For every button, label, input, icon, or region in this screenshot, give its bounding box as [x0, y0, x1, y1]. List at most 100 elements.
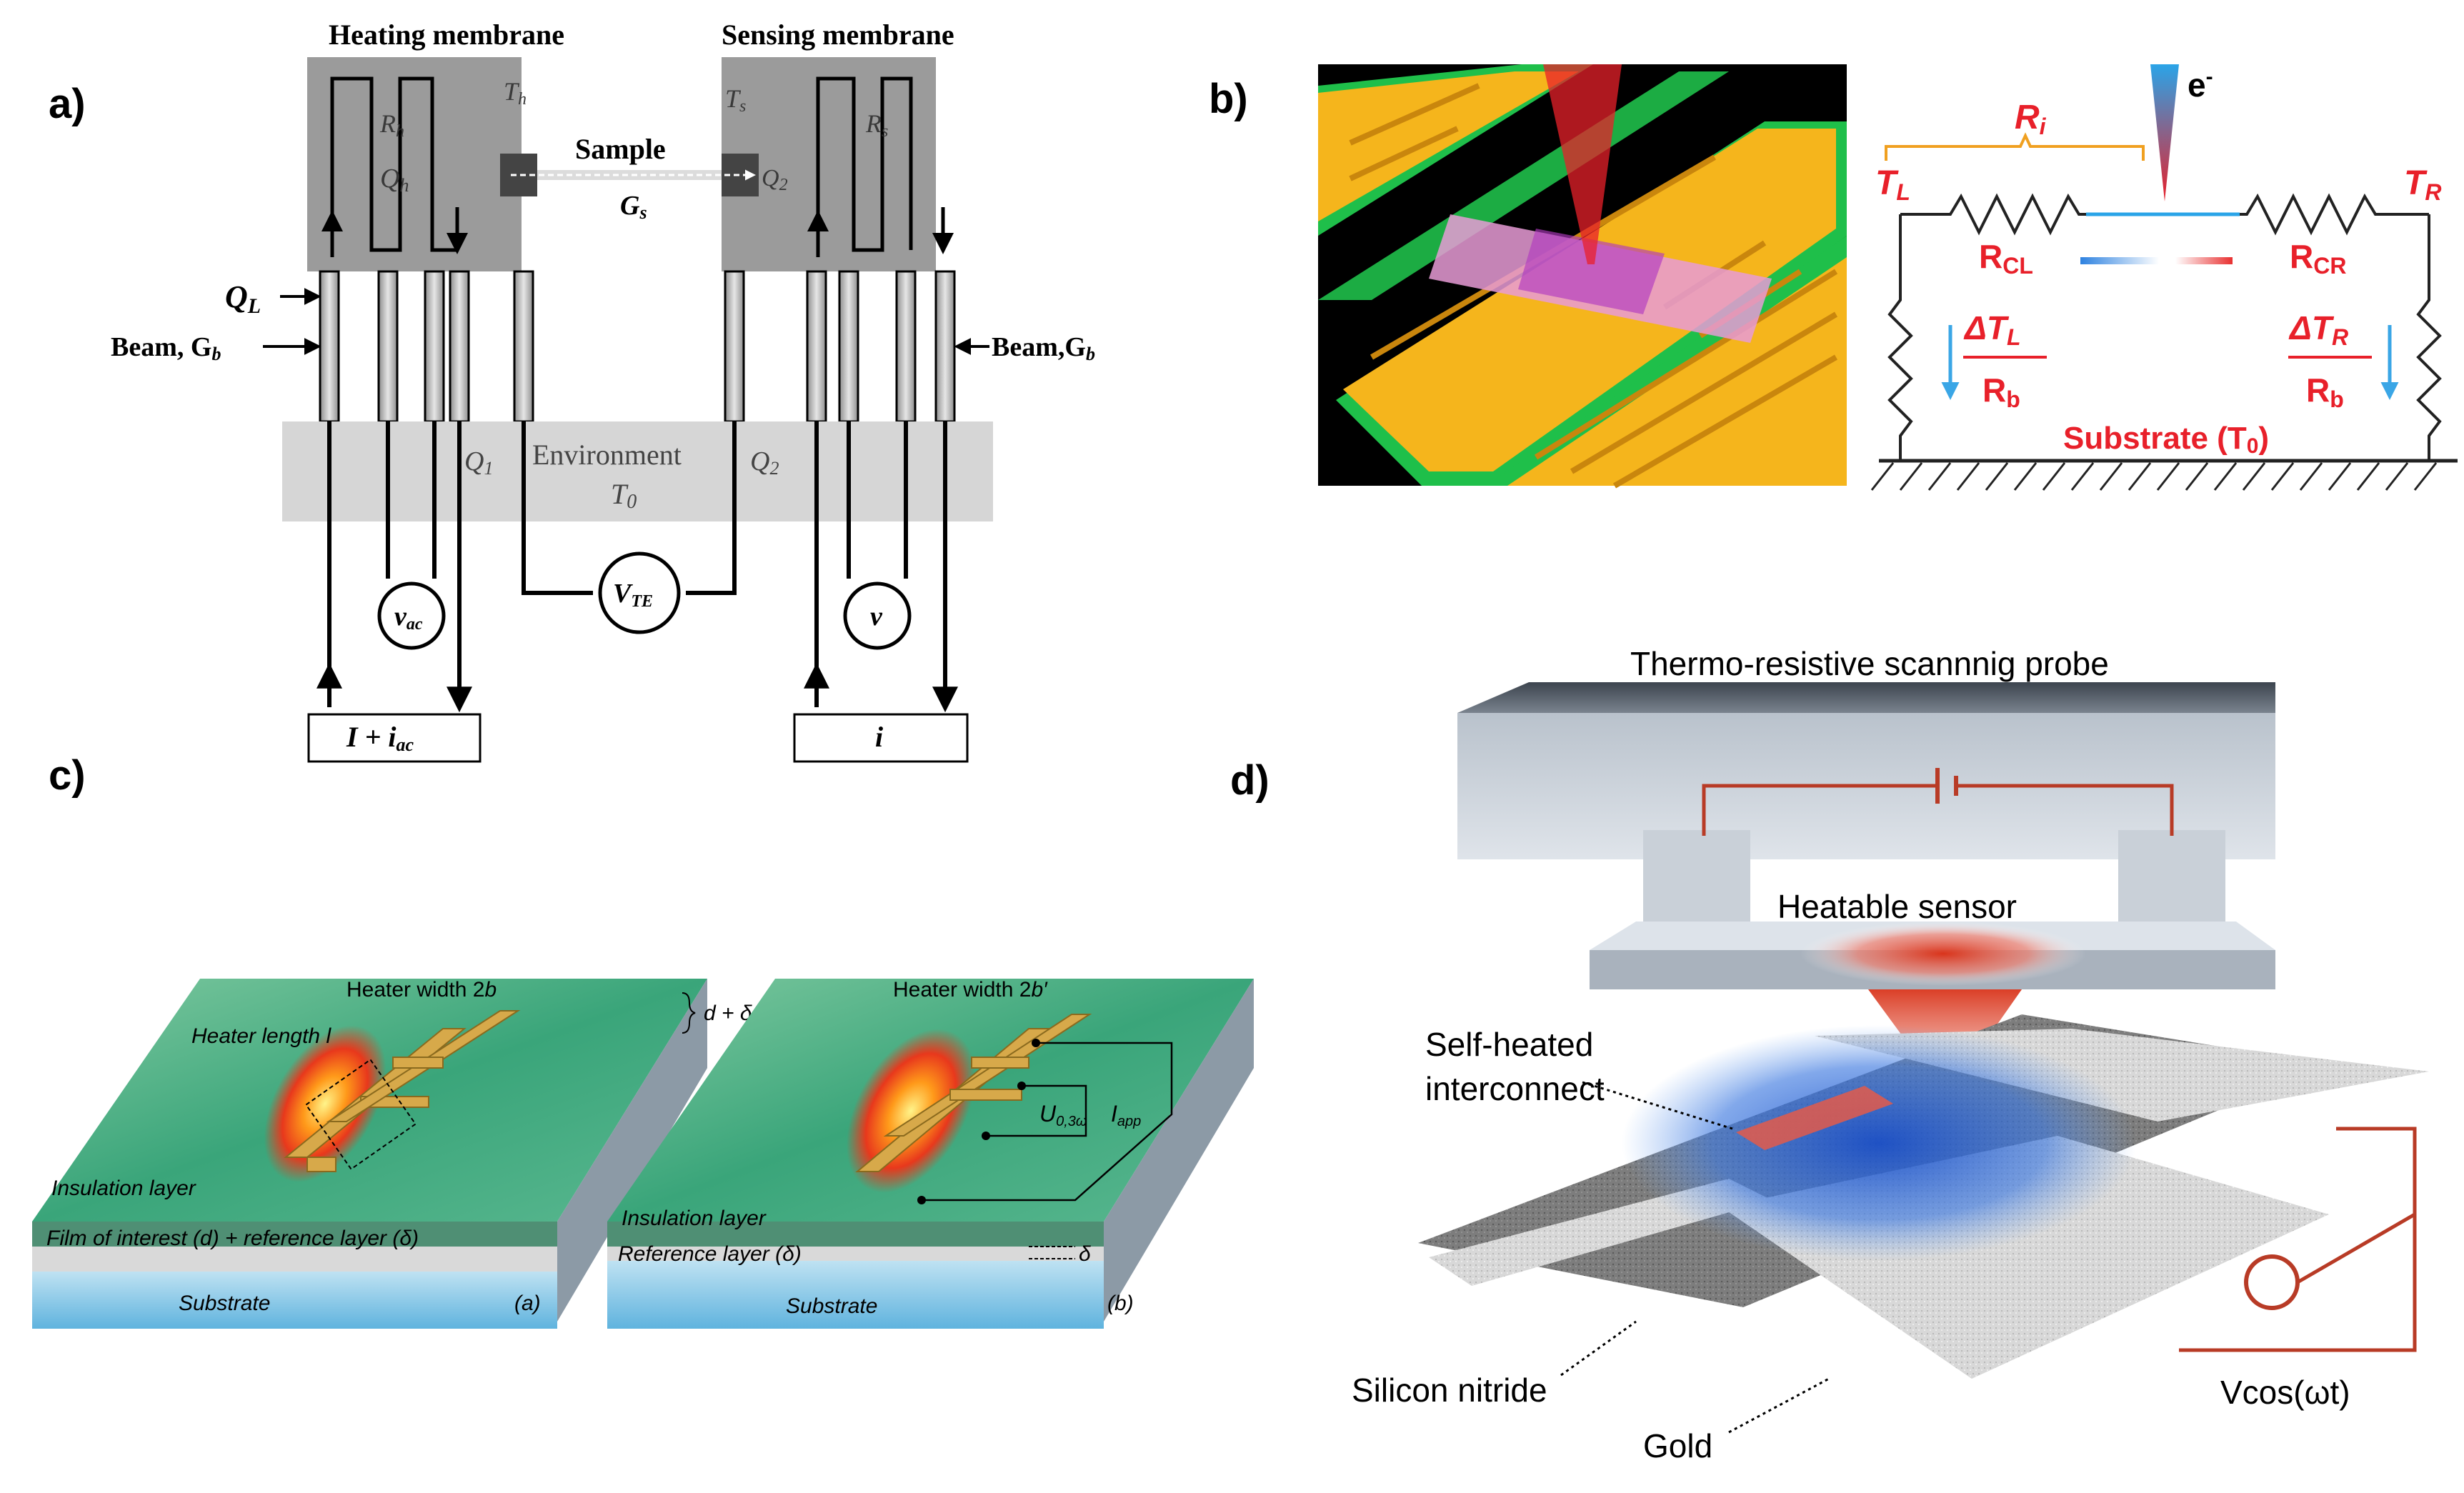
- rcl-label: RCL: [1979, 238, 2033, 279]
- carrier-left: [2080, 257, 2159, 264]
- substrate-b: Substrate: [786, 1294, 877, 1318]
- q-l-label: QL: [225, 279, 261, 318]
- panel-a-label: a): [49, 81, 86, 127]
- vac-meter: [377, 581, 446, 650]
- tr-label: TR: [2404, 164, 2441, 205]
- insulation-b: Insulation layer: [622, 1207, 767, 1230]
- probe-leg-right: [2118, 830, 2225, 923]
- bias-circuit: [1702, 784, 2174, 836]
- heater-width-a: Heater width 2b: [346, 978, 497, 1002]
- heater-serpentine: [330, 76, 457, 252]
- delta-label: δ: [1079, 1242, 1091, 1266]
- t-h-label: Th: [504, 77, 527, 109]
- heater-length: Heater length l: [191, 1024, 331, 1048]
- ri-bracket: [1885, 132, 2145, 161]
- v-meter: [843, 581, 912, 650]
- substrate-b-label: Substrate (T0): [2063, 421, 2269, 458]
- g-s-label: Gs: [620, 191, 647, 223]
- environment-block: [282, 421, 993, 521]
- sensing-membrane-title: Sensing membrane: [722, 19, 954, 51]
- d-delta-label: d + δ: [704, 1002, 752, 1025]
- ac-wire-loop: [2296, 1211, 2417, 1284]
- q2-label: Q2: [750, 446, 779, 479]
- dtr-label: ΔTR: [2288, 309, 2348, 350]
- hotspot-blue: [1622, 1025, 2136, 1261]
- q2-top-label: Q2: [762, 165, 788, 194]
- vac-label: vac: [394, 601, 423, 634]
- q-h-label: Qh: [380, 164, 409, 196]
- gold-label: Gold: [1643, 1427, 1712, 1464]
- tl-label: TL: [1875, 164, 1910, 205]
- heating-membrane-title: Heating membrane: [329, 19, 564, 51]
- panel-d-label: d): [1230, 757, 1270, 804]
- slab-b: [607, 979, 1254, 1329]
- u-label: U0,3ω: [1039, 1101, 1087, 1129]
- insulation-a: Insulation layer: [51, 1177, 196, 1200]
- ac-source: [2244, 1254, 2300, 1310]
- ac-circuit: [2179, 1127, 2417, 1352]
- wiring: [327, 421, 947, 686]
- heating-membrane: [307, 57, 522, 271]
- rb-right-label: Rb: [2306, 371, 2344, 412]
- panel-c: c) Heater width 2b Heater length l d + δ…: [32, 752, 1254, 1329]
- rcr-label: RCR: [2290, 238, 2346, 279]
- sample-bar: [537, 170, 722, 180]
- vcos-label: Vcos(ωt): [2220, 1374, 2350, 1411]
- r-s-label: Rs: [865, 109, 888, 141]
- sensor-beams: [724, 270, 956, 423]
- probe-leg-left: [1643, 830, 1750, 923]
- panel-a: a) Heating membrane Sensing membrane Th …: [49, 19, 1095, 763]
- e-beam-icon: [2150, 64, 2179, 201]
- e-minus-label: e-: [2188, 65, 2213, 104]
- heater-beams: [319, 270, 534, 423]
- r-h-label: Rh: [379, 109, 404, 141]
- ri-label: Ri: [2015, 99, 2047, 139]
- panel-b: b) e- Ri TL TR RCL RCR ΔTL Rb ΔTR: [1209, 64, 2458, 491]
- dtl-label: ΔTL: [1963, 309, 2021, 350]
- probe-title: Thermo-resistive scannnig probe: [1630, 645, 2109, 682]
- source-right-label: i: [875, 721, 883, 753]
- probe-body-top: [1457, 682, 2275, 713]
- source-left-label: I + iac: [346, 721, 414, 755]
- tag-a: (a): [514, 1292, 541, 1315]
- panel-c-label: c): [49, 752, 86, 799]
- panel-b-label: b): [1209, 76, 1248, 122]
- environment-label: Environment: [532, 439, 682, 471]
- rb-left-label: Rb: [1982, 371, 2020, 412]
- device-render: [1318, 64, 1847, 489]
- panel-d: d) Thermo-resistive scannnig probe Heata…: [1230, 645, 2429, 1464]
- heater-width-b: Heater width 2b′: [893, 978, 1048, 1002]
- q1-label: Q1: [464, 446, 493, 479]
- vte-label: VTE: [613, 579, 653, 611]
- beam-left-label: Beam, Gb: [111, 332, 221, 364]
- self-heated-leader: [1582, 1081, 1733, 1130]
- heat-spot: [1800, 922, 2086, 986]
- t-0-label: T0: [611, 478, 637, 513]
- electron-cone: [1543, 64, 1622, 264]
- slab-a: [32, 979, 707, 1329]
- self-heated-label-1: Self-heated: [1425, 1026, 1593, 1063]
- i-app-label: Iapp: [1111, 1101, 1141, 1129]
- gold-leader: [1728, 1377, 1830, 1434]
- film-label: Film of interest (d) + reference layer (…: [46, 1227, 419, 1250]
- ground-hatch: [1870, 462, 2438, 491]
- current-source-right: [793, 713, 969, 763]
- silicon-nitride-leader: [1560, 1320, 1637, 1377]
- circuit-wires: [1887, 193, 2442, 461]
- heatable-label: Heatable sensor: [1777, 888, 2017, 925]
- t-s-label: Ts: [725, 84, 746, 116]
- self-heated-trace: [1736, 1086, 1893, 1150]
- vte-meter: [598, 551, 681, 634]
- substrate-a: Substrate: [179, 1292, 270, 1315]
- reference-label: Reference layer (δ): [618, 1242, 802, 1266]
- silicon-nitride-label: Silicon nitride: [1352, 1372, 1547, 1409]
- current-source-left: [307, 713, 482, 763]
- v-label: v: [870, 601, 883, 631]
- carrier-right: [2175, 257, 2233, 264]
- sample-label: Sample: [575, 133, 666, 165]
- sensor-serpentine: [816, 76, 913, 252]
- tag-b: (b): [1107, 1292, 1134, 1315]
- d-delta-brace: [682, 992, 696, 1034]
- self-heated-label-2: interconnect: [1425, 1070, 1605, 1107]
